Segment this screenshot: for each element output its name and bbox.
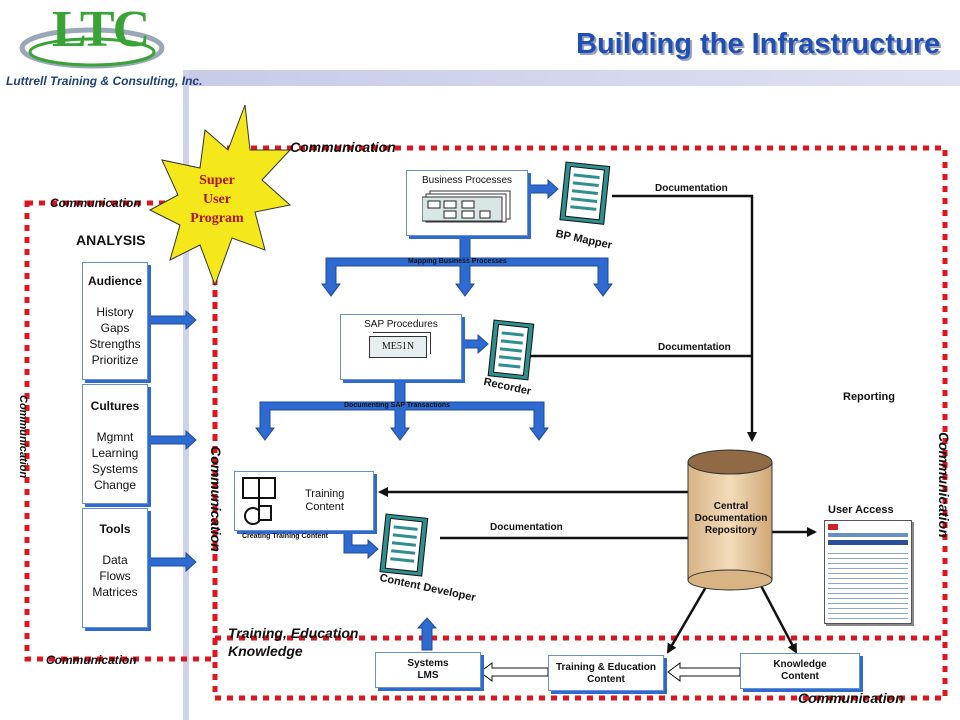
reporting-label: Reporting bbox=[843, 391, 895, 403]
communication-label-bottom: Communication bbox=[798, 690, 904, 706]
documentation-label-2: Documentation bbox=[658, 342, 731, 353]
user-access-label: User Access bbox=[828, 504, 894, 516]
documentation-label-3: Documentation bbox=[490, 522, 563, 533]
communication-label-inner-vertical: Communication bbox=[208, 446, 224, 552]
bp-distribution-arrows bbox=[255, 178, 613, 651]
thumb-bar bbox=[828, 533, 908, 537]
business-processes-box: Business Processes bbox=[406, 170, 528, 236]
communication-label-right-vertical: Communication bbox=[936, 432, 952, 538]
documentation-connectors bbox=[378, 194, 817, 654]
logo-letters: LTC bbox=[52, 1, 150, 58]
super-user-starburst bbox=[148, 104, 292, 287]
book-icon bbox=[242, 477, 276, 525]
left-communication-boundary bbox=[24, 200, 218, 662]
documentation-label-1: Documentation bbox=[655, 183, 728, 194]
header-band bbox=[185, 70, 960, 86]
bottom-hollow-arrows bbox=[479, 662, 741, 682]
creating-caption: Creating Training Content bbox=[242, 533, 328, 540]
analysis-arrows bbox=[147, 309, 197, 573]
thumb-bar-2 bbox=[828, 540, 908, 545]
communication-label-left-bottom: Communication bbox=[46, 653, 137, 667]
tool-icons bbox=[379, 161, 611, 577]
communication-label-left-vertical: Communication bbox=[17, 395, 29, 479]
sap-code-badge: ME51N bbox=[369, 336, 427, 358]
logo-graphic bbox=[19, 27, 165, 69]
documenting-caption: Documenting SAP Transactions bbox=[344, 402, 451, 409]
company-name: Luttrell Training & Consulting, Inc. bbox=[6, 74, 203, 88]
repository-cylinder bbox=[687, 449, 773, 591]
analysis-heading: ANALYSIS bbox=[76, 232, 146, 248]
thumb-lines bbox=[828, 549, 908, 619]
communication-label-left-top: Communication bbox=[50, 196, 141, 210]
thumb-header bbox=[828, 524, 838, 530]
communication-label-top: Communication bbox=[290, 139, 396, 155]
mapping-caption: Mapping Business Processes bbox=[408, 258, 507, 265]
left-vertical-band bbox=[183, 70, 189, 720]
user-access-screenshot bbox=[824, 520, 912, 624]
page-title: Building the Infrastructure bbox=[576, 28, 941, 60]
process-flow-icon bbox=[421, 190, 511, 223]
sap-procedures-box: SAP Procedures ME51N bbox=[340, 314, 462, 380]
